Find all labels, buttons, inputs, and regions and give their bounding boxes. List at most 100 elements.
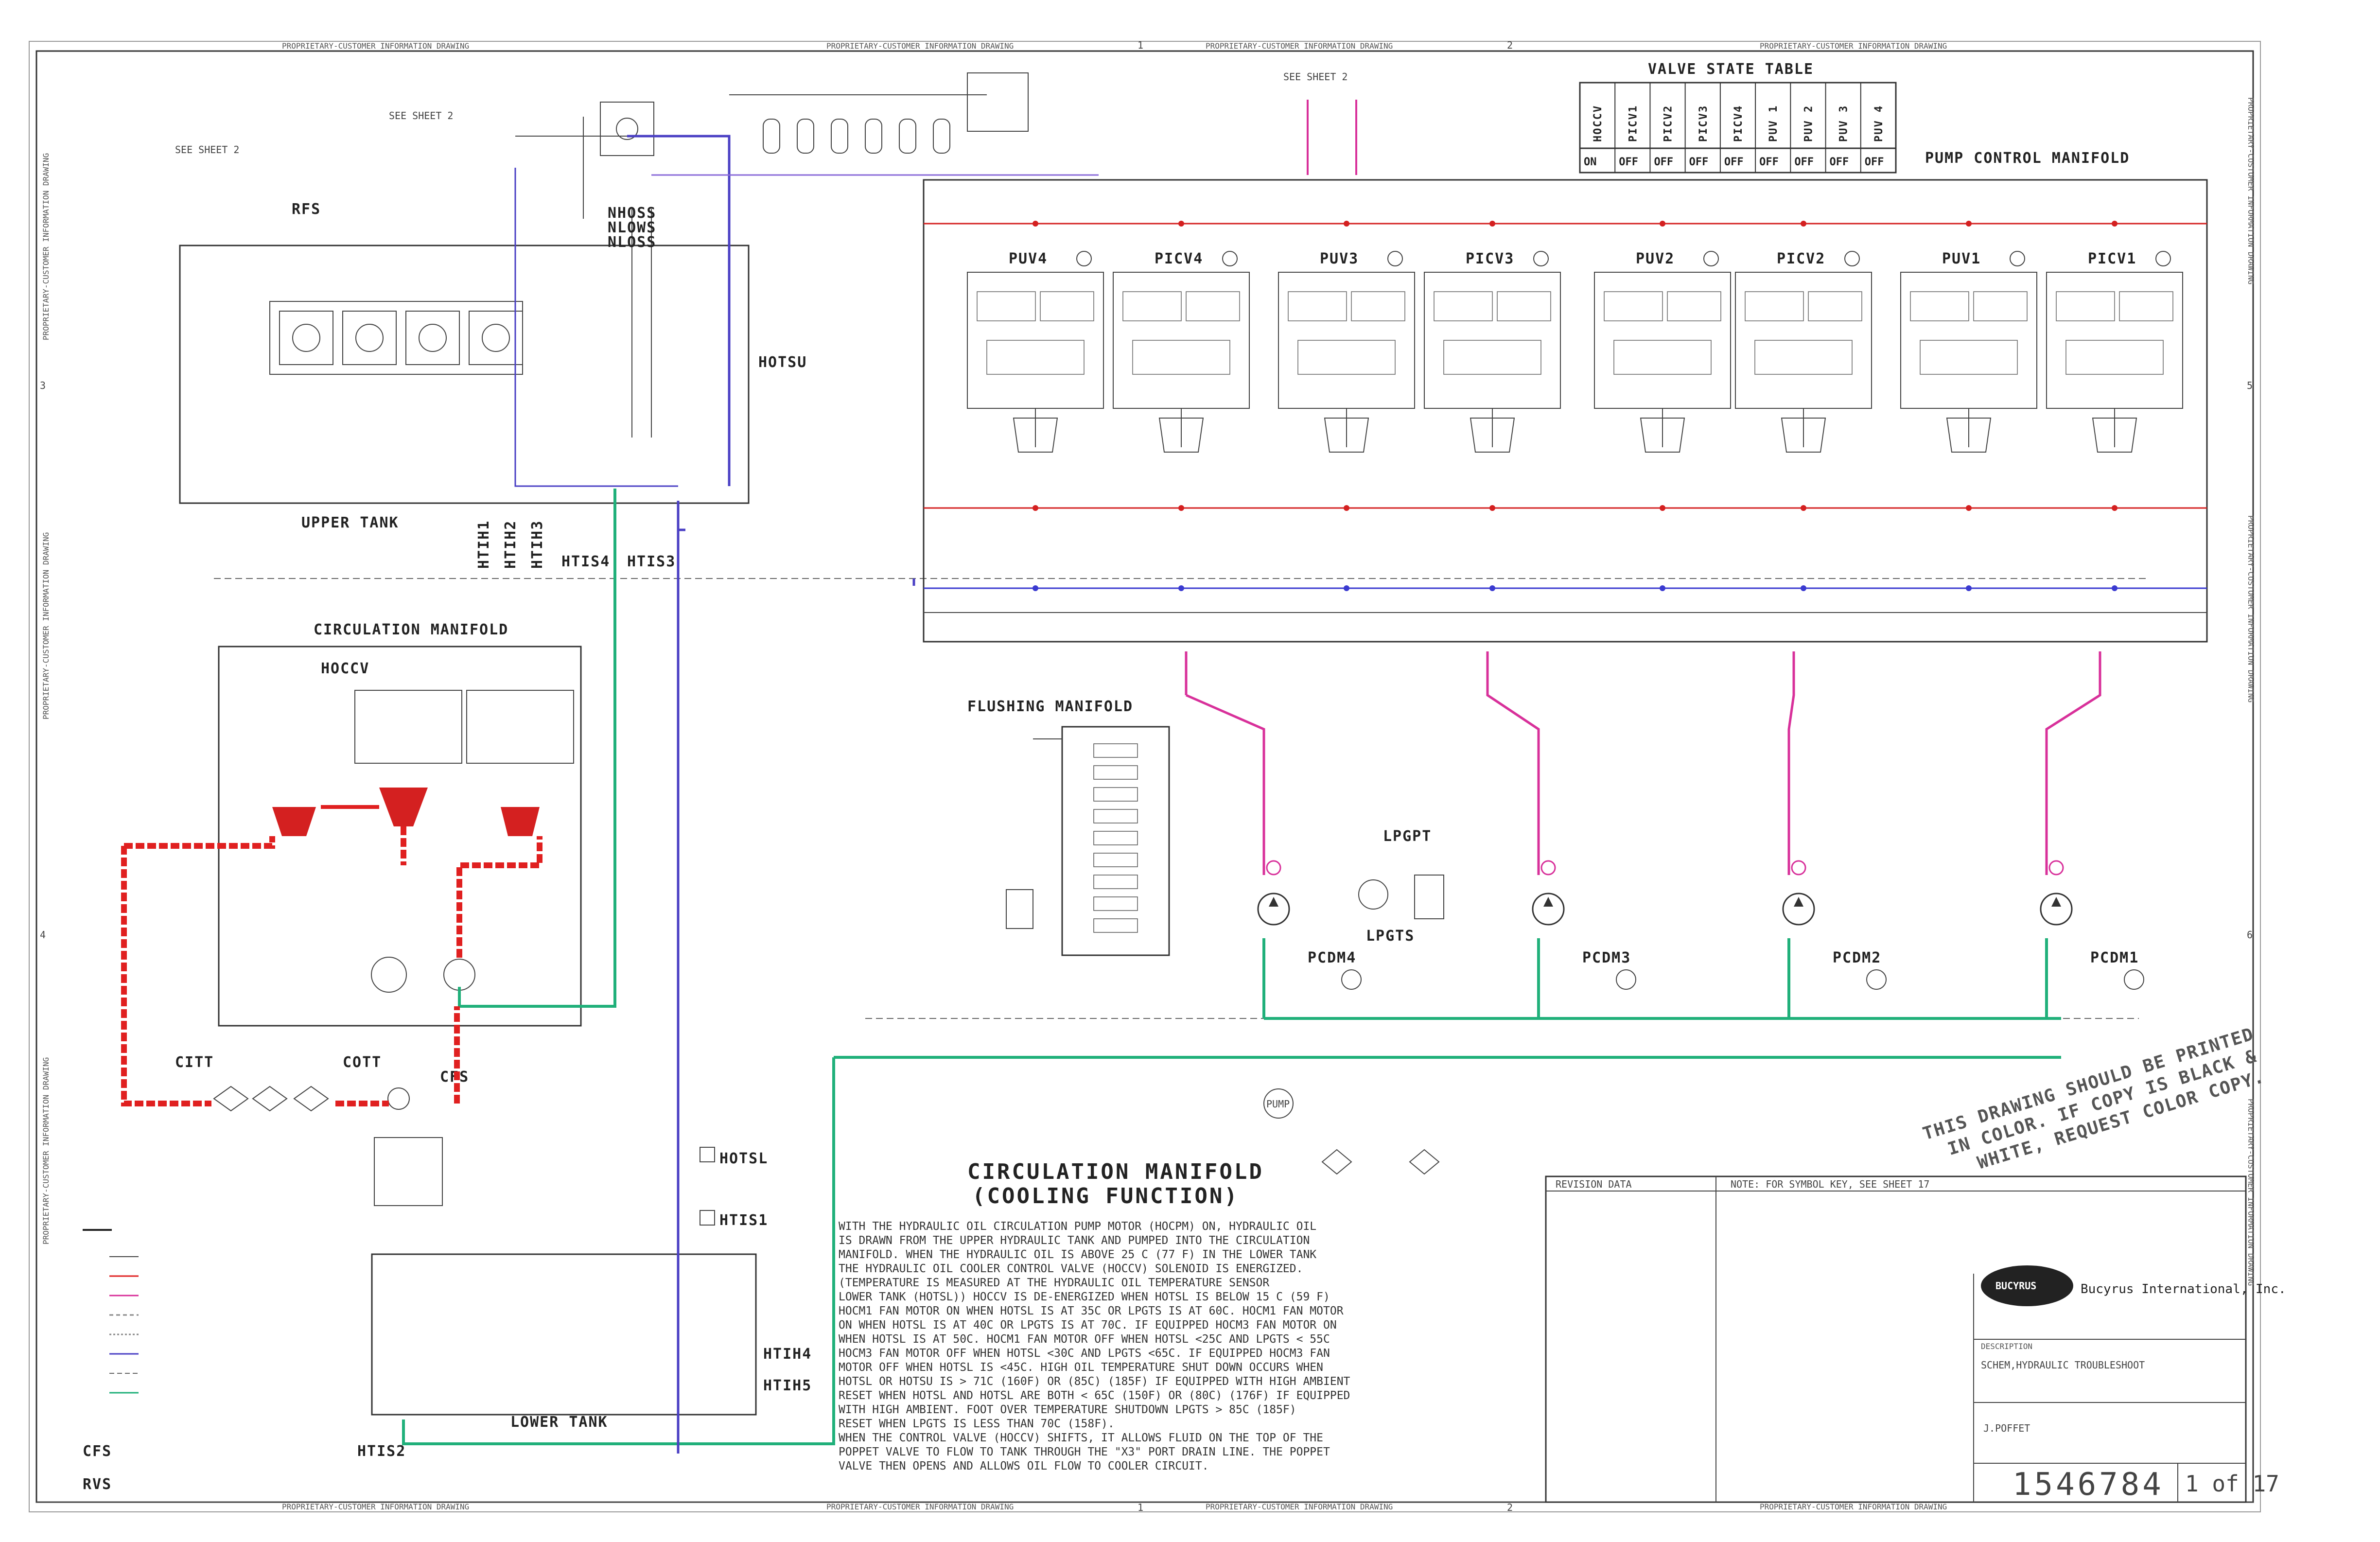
label-lpgts: LPGTS [1366,928,1415,945]
label-picv3: PICV3 [1466,250,1514,267]
description-line: MOTOR OFF WHEN HOTSL IS <45C. HIGH OIL T… [839,1361,1323,1374]
valve-state-table [1579,82,1897,174]
flushing-manifold-title: FLUSHING MANIFOLD [967,698,1133,715]
see-sheet-2-mid: SEE SHEET 2 [389,110,453,122]
description-line: POPPET VALVE TO FLOW TO TANK THROUGH THE… [839,1446,1330,1458]
lower-tank-title: LOWER TANK [510,1414,608,1431]
description-line: VALVE THEN OPENS AND ALLOWS OIL FLOW TO … [839,1460,1209,1472]
label-htih5: HTIH5 [763,1377,812,1394]
label-picv4: PICV4 [1155,250,1203,267]
company-logo: BUCYRUS [1995,1280,2036,1292]
label-lpgpt: LPGPT [1383,828,1432,845]
flush-valve [1093,853,1138,867]
label-htis2: HTIS2 [357,1443,406,1460]
sheet-header-1: PROPRIETARY-CUSTOMER INFORMATION DRAWING [282,41,469,51]
flushing-manifold [1061,726,1170,956]
pump-control-manifold [923,179,2208,643]
description-line: RESET WHEN HOTSL AND HOTSL ARE BOTH < 65… [839,1389,1350,1402]
label-pcdm1: PCDM1 [2090,949,2139,966]
title-block [1545,1175,2247,1503]
label-pcdm4: PCDM4 [1308,949,1356,966]
vst-state-8: OFF [1830,156,1849,168]
label-hotsl: HOTSL [719,1150,768,1167]
flush-valve [1093,765,1138,780]
pump-control-manifold-title: PUMP CONTROL MANIFOLD [1925,150,2130,167]
drawing-description: SCHEM,HYDRAULIC TROUBLESHOOT [1981,1359,2145,1371]
circulation-pump [443,959,475,991]
label-nhoss: NHOSS [608,205,656,222]
svg-text:PUMP: PUMP [1266,1098,1290,1110]
label-htis3: HTIS3 [627,553,676,570]
flush-valve [1093,809,1138,824]
description-line: THE HYDRAULIC OIL COOLER CONTROL VALVE (… [839,1262,1303,1275]
symbol-key-note: NOTE: FOR SYMBOL KEY, SEE SHEET 17 [1731,1178,1929,1190]
zone-mark-bottom-1: 1 [1138,1502,1143,1513]
vst-header-8: PUV 3 [1838,105,1850,142]
label-pcdm2: PCDM2 [1833,949,1881,966]
label-puv2: PUV2 [1636,250,1675,267]
suction-line [402,489,2061,1445]
outer-frame [29,41,2261,1512]
circulation-motor [371,957,407,993]
flush-valve [1093,918,1138,933]
label-hoccv: HOCCV [321,660,369,677]
label-puv4: PUV4 [1009,250,1048,267]
oil-coolers [213,1086,410,1112]
return-line [627,135,915,1454]
lower-tank [371,1253,757,1416]
side-text-left-1: PROPRIETARY-CUSTOMER INFORMATION DRAWING [41,153,51,340]
vst-header-3: PICV2 [1662,105,1675,142]
label-pcdm3: PCDM3 [1582,949,1631,966]
pump-pcdm4 [1257,893,1290,926]
pump-pcdm2 [1782,893,1815,926]
zone-mark-side-3: 5 [2247,380,2253,391]
side-text-right-2: PROPRIETARY-CUSTOMER INFORMATION DRAWING [2246,515,2256,702]
upper-tank-filters [279,311,523,365]
description-line: WITH THE HYDRAULIC OIL CIRCULATION PUMP … [839,1220,1316,1233]
description-line: MANIFOLD. WHEN THE HYDRAULIC OIL IS ABOV… [839,1248,1316,1261]
side-text-right-1: PROPRIETARY-CUSTOMER INFORMATION DRAWING [2246,97,2256,284]
description-line: (TEMPERATURE IS MEASURED AT THE HYDRAULI… [839,1277,1269,1289]
description-line: WITH HIGH AMBIENT. FOOT OVER TEMPERATURE… [839,1403,1296,1416]
description-line: RESET WHEN LPGTS IS LESS THAN 70C (158F)… [839,1418,1115,1430]
vst-state-6: OFF [1759,156,1779,168]
cooler-filter [374,1137,443,1206]
sheet-number: 1 of 17 [2185,1471,2279,1497]
circulation-manifold-title: CIRCULATION MANIFOLD [314,621,508,638]
label-htih1: HTIH1 [475,520,492,569]
pilot-lines [1185,651,2101,875]
legend-rvs: RVS [83,1476,112,1493]
description-line: IS DRAWN FROM THE UPPER HYDRAULIC TANK A… [839,1234,1310,1247]
label-nloss: NLOSS [608,234,656,251]
description-line: WHEN THE CONTROL VALVE (HOCCV) SHIFTS, I… [839,1432,1323,1444]
sheet-footer-2: PROPRIETARY-CUSTOMER INFORMATION DRAWING [826,1502,1014,1511]
description-title: CIRCULATION MANIFOLD [967,1159,1264,1184]
upper-tank [179,245,750,504]
accumulator-bank [729,72,1029,154]
vst-state-4: OFF [1689,156,1709,168]
legend-cfs: CFS [83,1443,112,1460]
vst-state-5: OFF [1724,156,1744,168]
zone-mark-bottom-2: 2 [1507,1502,1513,1513]
description-line: ON WHEN HOTSL IS AT 40C OR LPGTS IS AT 7… [839,1319,1337,1332]
circulation-manifold [218,646,582,1027]
vst-state-2: OFF [1619,156,1638,168]
vst-header-7: PUV 2 [1802,105,1815,142]
zone-mark-side-1: 3 [40,380,46,391]
description-line: HOCM3 FAN MOTOR OFF WHEN HOTSL <30C AND … [839,1347,1330,1360]
label-nlows: NLOWS [608,219,656,236]
vst-header-2: PICV1 [1627,105,1639,142]
drawing-number: 1546784 [2012,1467,2164,1503]
lpgpt-sensor [1358,879,1388,910]
pump-pcdm3 [1532,893,1565,926]
label-htis1: HTIS1 [719,1212,768,1229]
vst-header-1: HOCCV [1592,105,1604,142]
label-cott: COTT [343,1054,382,1071]
sheet-header-3: PROPRIETARY-CUSTOMER INFORMATION DRAWING [1206,41,1393,51]
flush-valve [1093,896,1138,911]
company-name: Bucyrus International, Inc. [2081,1282,2286,1297]
sheet-footer-4: PROPRIETARY-CUSTOMER INFORMATION DRAWING [1760,1502,1947,1511]
poppet-valve-2 [379,788,428,826]
zone-mark-top-2: 2 [1507,39,1513,51]
